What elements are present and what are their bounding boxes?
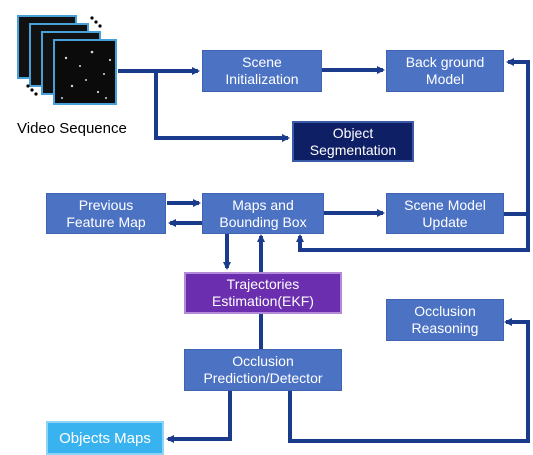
maps-and-bounding-box-node: Maps and Bounding Box [202, 193, 324, 234]
arrow-loop-to-maps [296, 214, 530, 252]
previous-feature-map-node: Previous Feature Map [46, 193, 166, 234]
video-frames-icon [17, 15, 117, 105]
occlusion-prediction-node: Occlusion Prediction/Detector [184, 349, 342, 391]
arrow-pred-to-reasoning [288, 318, 530, 443]
arrow-pred-to-objects [166, 387, 232, 443]
video-sequence-caption: Video Sequence [17, 120, 127, 137]
trajectories-estimation-node: Trajectories Estimation(EKF) [184, 272, 342, 314]
scene-initialization-node: Scene Initialization [202, 50, 322, 92]
objects-maps-node: Objects Maps [46, 421, 164, 455]
scene-model-update-node: Scene Model Update [386, 193, 504, 234]
object-segmentation-node: Object Segmentation [292, 121, 414, 162]
occlusion-reasoning-node: Occlusion Reasoning [386, 299, 504, 341]
arrow-video-to-object-seg [154, 71, 290, 142]
background-model-node: Back ground Model [386, 50, 504, 92]
arrow-update-to-background [504, 58, 530, 216]
